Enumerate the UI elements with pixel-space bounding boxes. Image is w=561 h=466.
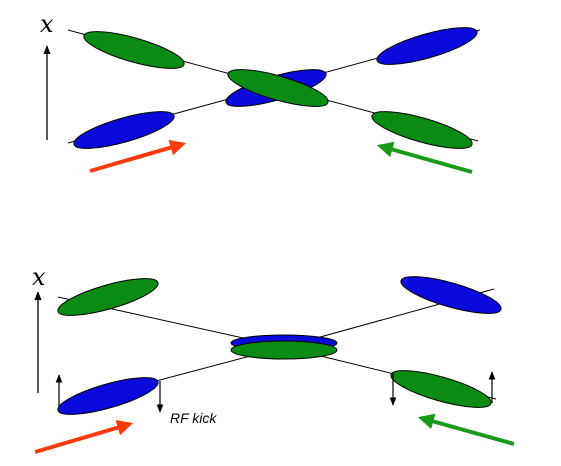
bottom-axis-label: x xyxy=(32,263,46,291)
top-diagram: x xyxy=(40,10,481,174)
bottom-green-bunch-center xyxy=(230,340,338,360)
bottom-red-direction-arrow xyxy=(34,419,134,454)
top-red-direction-arrow xyxy=(89,139,187,173)
top-green-bunch-right xyxy=(371,111,473,149)
bottom-green-direction-arrow xyxy=(417,413,515,446)
rf-kick-label: RF kick xyxy=(170,410,217,426)
bottom-blue-bunch-left xyxy=(57,377,159,415)
top-green-direction-arrow xyxy=(376,141,473,174)
top-green-bunch-center xyxy=(227,69,329,107)
top-blue-bunch-right xyxy=(376,27,478,65)
top-green-bunch-left xyxy=(83,31,185,69)
bottom-diagram: x RF kick xyxy=(32,263,515,454)
bottom-green-bunch-left xyxy=(57,278,159,316)
top-axis-label: x xyxy=(40,10,54,38)
bottom-blue-bunch-right xyxy=(400,276,502,314)
bottom-green-bunch-right xyxy=(390,370,492,408)
top-blue-bunch-left xyxy=(73,111,175,149)
